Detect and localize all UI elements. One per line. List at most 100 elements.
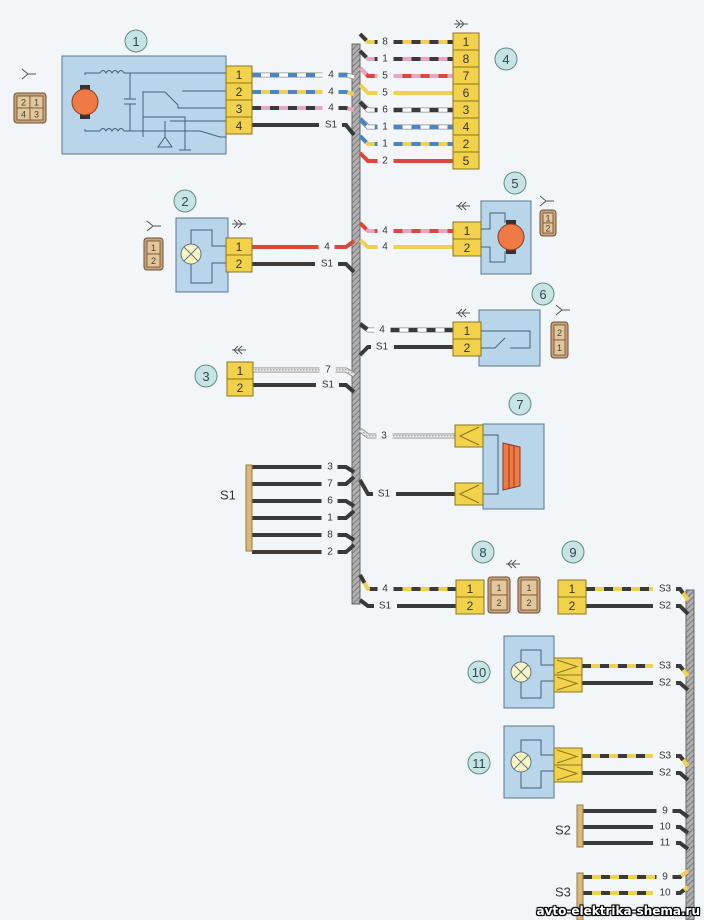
connector-symbol-4 — [454, 19, 468, 29]
connector-1-pin-label: 4 — [236, 119, 243, 133]
plug-symbol-5 — [539, 195, 554, 207]
wire-7-1-tag: 3 — [381, 431, 387, 442]
wire-11-2-tail — [676, 771, 690, 782]
connector-4-pin-label: 7 — [463, 69, 470, 83]
wire-9-2-tail — [676, 604, 690, 616]
circuit-10 — [520, 649, 554, 699]
splice-s1-label: S1 — [220, 488, 236, 503]
connector-4-pin-label: 8 — [463, 52, 470, 66]
callout-10 — [467, 660, 491, 684]
splice-s3-wire-0-tail-stripe — [672, 869, 690, 879]
wire-4-3-tail-stripe — [358, 100, 378, 112]
wire-4-5-tail — [358, 151, 378, 163]
callout-7-label: 7 — [516, 397, 523, 412]
circuit-11 — [520, 739, 554, 789]
plug-2-cell-label: 2 — [151, 256, 156, 266]
wire-1-1-tag: 4 — [328, 70, 334, 81]
plug-1-cell-label: 4 — [21, 110, 26, 120]
connector-4-pin-label: 3 — [463, 103, 470, 117]
wire-4-6-tag: 5 — [382, 88, 388, 99]
connector-5-pin-label: 1 — [464, 224, 471, 238]
splice-s2-wire-2-tail — [676, 841, 690, 851]
wire-10-2-tag: S2 — [659, 678, 672, 689]
harness-trunk-main — [351, 43, 361, 605]
splice-s2-wire-0-tail — [672, 809, 690, 819]
connector-10-pin-chevron — [556, 659, 579, 674]
wire-4-8-tail-stripe — [358, 49, 378, 61]
connector-7-bottom-pin — [454, 482, 484, 506]
wire-3-2-tag: S1 — [322, 380, 335, 391]
connector-5-pin-label: 2 — [464, 241, 471, 255]
connector-7-bottom-pin-chevron — [458, 484, 480, 504]
callout-10-label: 10 — [472, 665, 486, 680]
connector-4-pin-label: 5 — [463, 154, 470, 168]
wire-1-4-tail — [342, 123, 356, 137]
wire-4-2-tail-stripe — [358, 134, 378, 146]
callout-8-label: 8 — [479, 545, 486, 560]
connector-1-pin-label: 3 — [236, 102, 243, 116]
lamp-11-cross — [513, 754, 529, 770]
wire-4-6-tail — [358, 83, 378, 95]
wire-4-4-tag: 1 — [382, 122, 388, 133]
plug-8-cell — [490, 594, 508, 611]
wire-5-1-tag: 4 — [382, 226, 388, 237]
splice-s1-wire-4-tag: 8 — [327, 530, 333, 541]
splice-s1-wire-2-tail — [337, 499, 356, 508]
plug-9-cell-label: 1 — [526, 583, 531, 593]
connector-3-pin-label: 1 — [237, 364, 244, 378]
wire-4-7-tail-stripe — [358, 66, 378, 78]
connector-2-pin-2 — [225, 254, 253, 273]
connector-9-pin-label: 2 — [569, 599, 576, 613]
connector-5-pin-2 — [452, 238, 482, 257]
motor-5 — [497, 223, 525, 251]
wire-6-2-tag: S1 — [376, 342, 389, 353]
wire-4-7-tag: 5 — [382, 71, 388, 82]
splice-s2 — [576, 804, 584, 848]
plug-6-cell-label: 1 — [557, 343, 562, 353]
connector-7-top-pin-chevron — [458, 426, 480, 446]
connector-4-pin-label: 6 — [463, 86, 470, 100]
circuit-5 — [481, 212, 506, 263]
plug-1-cell — [29, 107, 44, 121]
connector-10-pin-chevron — [556, 676, 579, 691]
callout-11 — [467, 751, 491, 775]
wire-9-1-tail-stripe — [676, 587, 690, 602]
connector-symbol-3 — [232, 345, 246, 355]
splice-s2-label: S2 — [555, 823, 571, 838]
wire-6-2-tail — [358, 345, 371, 357]
wire-5-2-tail — [358, 238, 378, 249]
wire-11-2-tag: S2 — [659, 768, 672, 779]
connector-4-pin-label: 1 — [463, 35, 470, 49]
capacitor-1 — [124, 73, 136, 131]
wire-2-2-tail — [338, 262, 356, 274]
connector-11-pin-chevron — [556, 766, 579, 781]
connector-1-pin-label: 1 — [236, 68, 243, 82]
wire-5-1-tail-stripe — [358, 221, 378, 233]
connector-8-pin-label: 1 — [467, 582, 474, 596]
wire-3-1-tail — [335, 368, 355, 377]
splice-s3-wire-1-tail-stripe — [676, 885, 690, 895]
wire-4-1-tag: 8 — [382, 37, 388, 48]
callout-6 — [531, 282, 555, 306]
connector-4-pin-5 — [452, 151, 480, 170]
callout-9-label: 9 — [569, 545, 576, 560]
splice-s1-wire-5-tail — [337, 543, 356, 554]
callout-4 — [494, 47, 518, 71]
connector-2-pin-label: 1 — [236, 240, 243, 254]
connector-2-pin-label: 2 — [236, 257, 243, 271]
wire-1-4-tag: S1 — [325, 120, 338, 131]
heater-element-7-ribs — [508, 445, 515, 488]
plug-5-cell-label: 2 — [545, 224, 550, 234]
splice-s1-wire-3-tail — [337, 509, 356, 520]
connector-symbol-2 — [232, 219, 246, 229]
plug-symbol-2 — [146, 220, 161, 232]
connector-4-pin-label: 4 — [463, 120, 470, 134]
wire-8-1-tag: 4 — [382, 584, 388, 595]
plug-9-cell — [520, 594, 538, 611]
connector-6-pin-2 — [452, 338, 482, 357]
callout-6-label: 6 — [539, 287, 546, 302]
splice-s2-wire-1-tail — [676, 825, 690, 835]
plug-5-cell-label: 1 — [545, 214, 550, 224]
plug-9-cell-label: 2 — [526, 598, 531, 608]
wire-10-1-tag: S3 — [659, 661, 672, 672]
